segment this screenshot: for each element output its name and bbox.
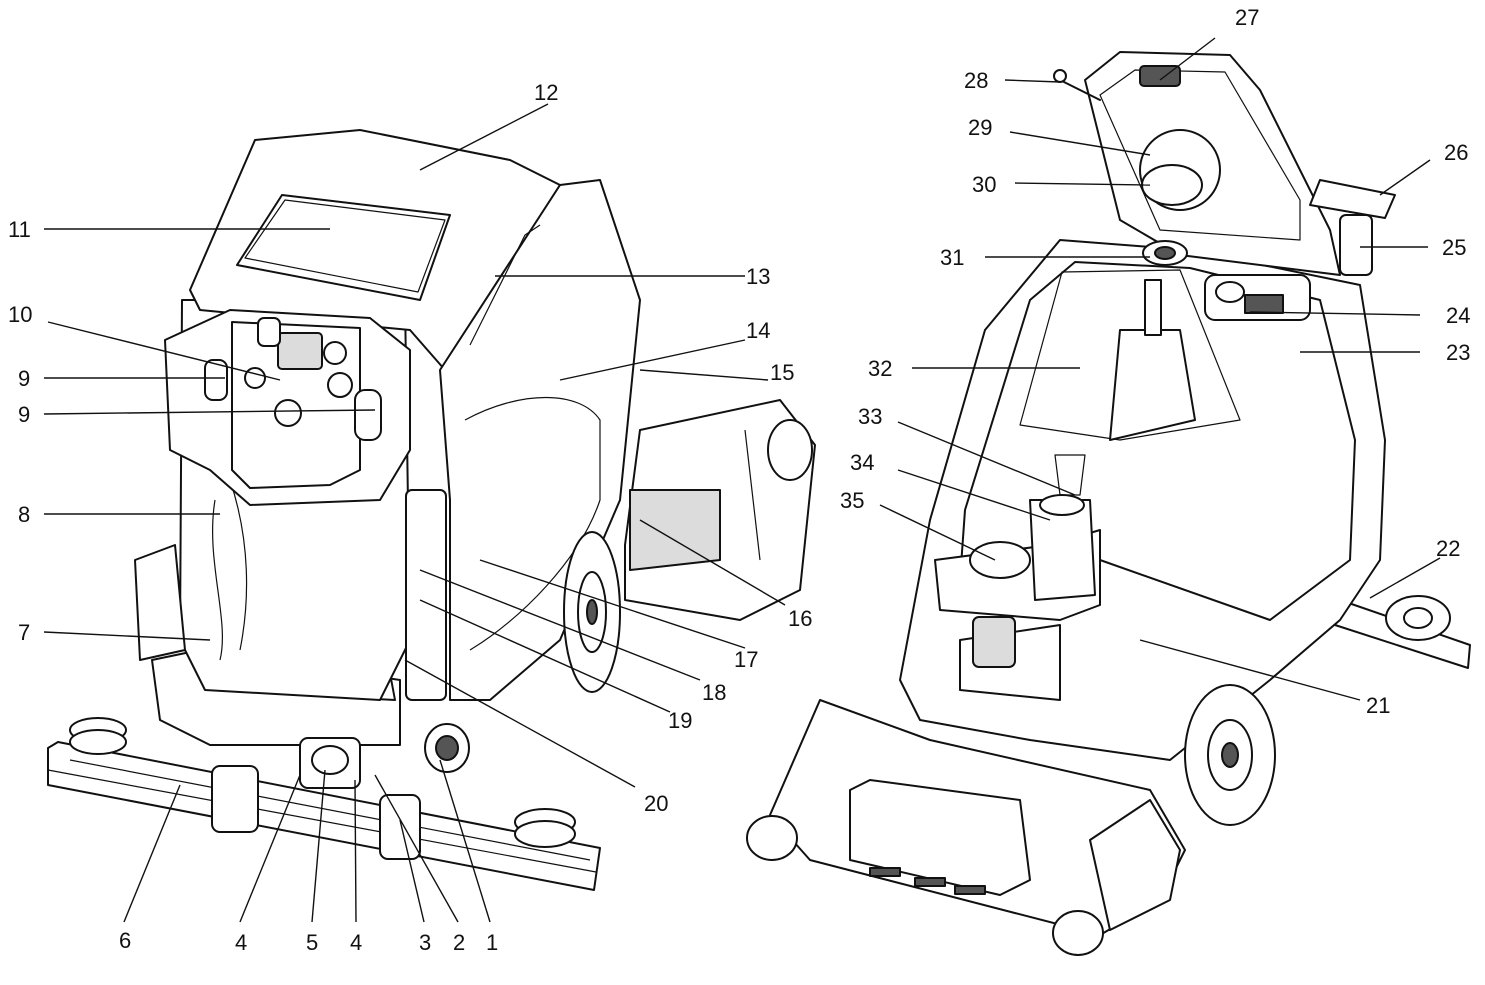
callout-24: 24 — [1446, 303, 1470, 328]
callout-8: 8 — [18, 502, 30, 527]
control-console — [164, 309, 411, 506]
callout-2: 2 — [453, 930, 465, 955]
callout-31: 31 — [940, 245, 964, 270]
brush-deck — [624, 399, 816, 621]
callout-14: 14 — [746, 318, 770, 343]
callout-11: 11 — [8, 217, 31, 242]
callout-35: 35 — [840, 488, 864, 513]
rear-view-machine — [47, 129, 816, 891]
callout-18: 18 — [702, 680, 726, 705]
callout-labels: 1 2 3 4 4 5 6 7 8 9 9 10 11 12 13 14 15 … — [8, 5, 1470, 955]
callout-9a: 9 — [18, 366, 30, 391]
callout-6: 6 — [119, 928, 131, 953]
front-body — [899, 239, 1386, 761]
callout-29: 29 — [968, 115, 992, 140]
callout-10: 10 — [8, 302, 32, 327]
callout-30: 30 — [972, 172, 996, 197]
callout-20: 20 — [644, 791, 668, 816]
callout-17: 17 — [734, 647, 758, 672]
open-lid — [1053, 51, 1396, 276]
front-brush-deck — [746, 699, 1186, 956]
recovery-tank-lid — [189, 129, 561, 371]
callout-19: 19 — [668, 708, 692, 733]
callout-16: 16 — [788, 606, 812, 631]
squeegee-assembly — [47, 717, 601, 891]
callout-25: 25 — [1442, 235, 1466, 260]
rear-wheel — [563, 531, 621, 693]
callout-9b: 9 — [18, 402, 30, 427]
callout-15: 15 — [770, 360, 794, 385]
callout-34: 34 — [850, 450, 874, 475]
callout-4a: 4 — [235, 930, 247, 955]
leader-lines — [43, 37, 1441, 923]
squeegee-right — [1334, 595, 1471, 669]
callout-4b: 4 — [350, 930, 362, 955]
front-view-machine — [746, 51, 1471, 956]
front-wheel — [1184, 684, 1276, 826]
callout-13: 13 — [746, 264, 770, 289]
callout-5: 5 — [306, 930, 318, 955]
callout-28: 28 — [964, 68, 988, 93]
callout-33: 33 — [858, 404, 882, 429]
callout-26: 26 — [1444, 140, 1468, 165]
callout-23: 23 — [1446, 340, 1470, 365]
callout-12: 12 — [534, 80, 558, 105]
callout-1: 1 — [486, 930, 498, 955]
callout-7: 7 — [18, 620, 30, 645]
callout-32: 32 — [868, 356, 892, 381]
callout-21: 21 — [1366, 693, 1390, 718]
callout-22: 22 — [1436, 536, 1460, 561]
callout-27: 27 — [1235, 5, 1259, 30]
callout-3: 3 — [419, 930, 431, 955]
